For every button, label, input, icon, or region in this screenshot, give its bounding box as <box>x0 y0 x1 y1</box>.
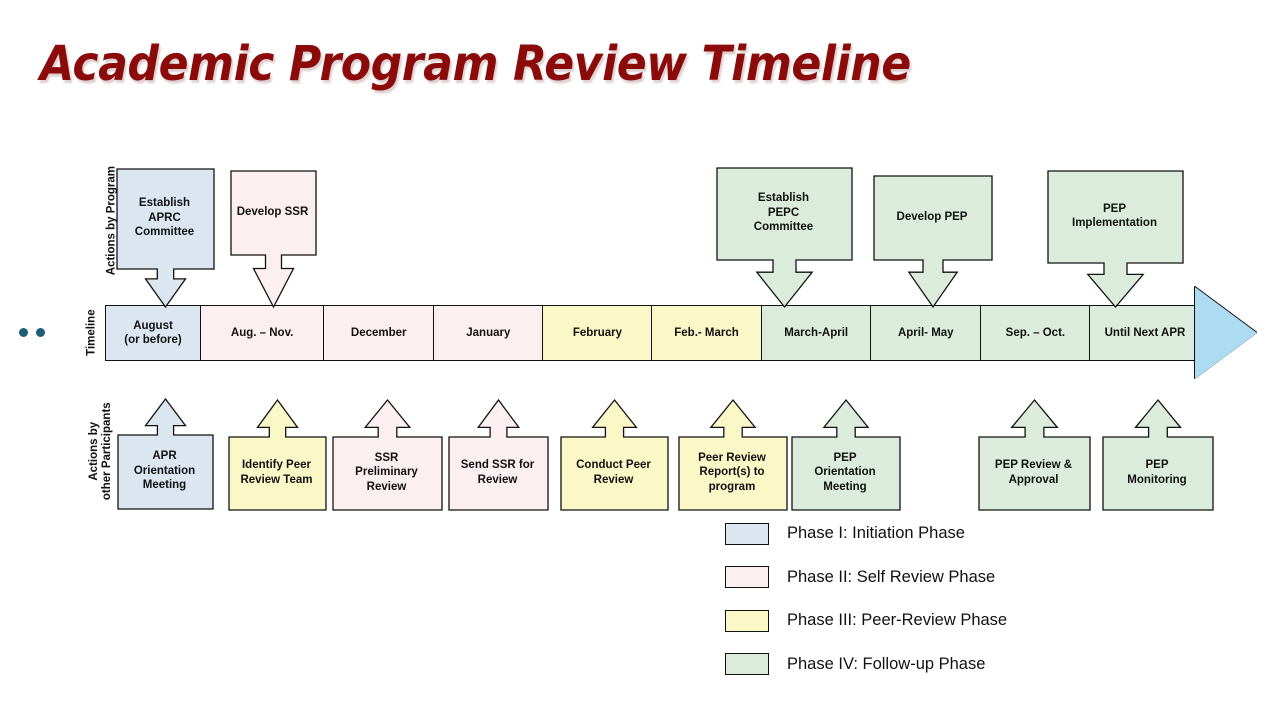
process-arrow-shape <box>116 168 215 309</box>
process-arrow-shape <box>716 167 853 309</box>
timeline-cell[interactable]: Feb.- March <box>651 305 763 361</box>
process-arrow-shape <box>230 170 317 309</box>
process-arrow-shape <box>560 398 669 511</box>
process-arrow-shape <box>228 398 327 511</box>
timeline-cell[interactable]: January <box>432 305 544 361</box>
timeline-cell[interactable]: Aug. – Nov. <box>199 305 325 361</box>
legend-label: Phase I: Initiation Phase <box>787 524 965 543</box>
timeline-cell[interactable]: Until Next APR <box>1089 305 1201 361</box>
timeline-end-arrowhead-icon <box>1195 287 1257 379</box>
legend-row: Phase II: Self Review Phase <box>725 556 1007 600</box>
program-action-box[interactable]: Develop SSR <box>230 170 317 309</box>
legend-row: Phase I: Initiation Phase <box>725 512 1007 556</box>
timeline-cell[interactable]: Sep. – Oct. <box>979 305 1091 361</box>
process-arrow-shape <box>1102 398 1214 511</box>
program-action-box[interactable]: Develop PEP <box>873 175 993 309</box>
legend-label: Phase IV: Follow-up Phase <box>787 654 986 673</box>
timeline-cell[interactable]: December <box>323 305 435 361</box>
timeline-cell[interactable]: February <box>542 305 653 361</box>
legend-row: Phase III: Peer-Review Phase <box>725 599 1007 643</box>
legend-swatch <box>725 609 769 632</box>
legend-row: Phase IV: Follow-up Phase <box>725 643 1007 687</box>
process-arrow-shape <box>117 397 214 510</box>
decorative-dot-2 <box>36 328 45 337</box>
process-arrow-shape <box>978 398 1091 511</box>
row-label-line1: Actions by <box>87 421 100 481</box>
process-arrow-shape <box>332 398 443 511</box>
page-title: Academic Program Review Timeline <box>40 36 911 92</box>
process-arrow-shape <box>448 398 549 511</box>
timeline-cell[interactable]: March-April <box>760 305 872 361</box>
decorative-dot-1 <box>19 328 28 337</box>
process-arrow-shape <box>1047 170 1184 309</box>
legend-swatch <box>725 522 769 545</box>
legend-swatch <box>725 566 769 589</box>
process-arrow-shape <box>678 398 788 511</box>
legend-label: Phase III: Peer-Review Phase <box>787 611 1008 630</box>
participant-action-box[interactable]: PEP Review &Approval <box>978 398 1091 511</box>
row-label-line2: other Participants <box>101 402 113 501</box>
process-arrow-shape <box>791 398 901 511</box>
row-label-timeline: Timeline <box>85 309 98 356</box>
timeline-cell[interactable]: April- May <box>870 305 982 361</box>
legend-swatch <box>725 653 769 676</box>
process-arrow-shape <box>873 175 993 309</box>
legend-label: Phase II: Self Review Phase <box>787 567 996 586</box>
row-label-actions-by-participants: Actions by other Participants <box>88 371 114 531</box>
timeline-cell[interactable]: August(or before) <box>105 305 201 361</box>
